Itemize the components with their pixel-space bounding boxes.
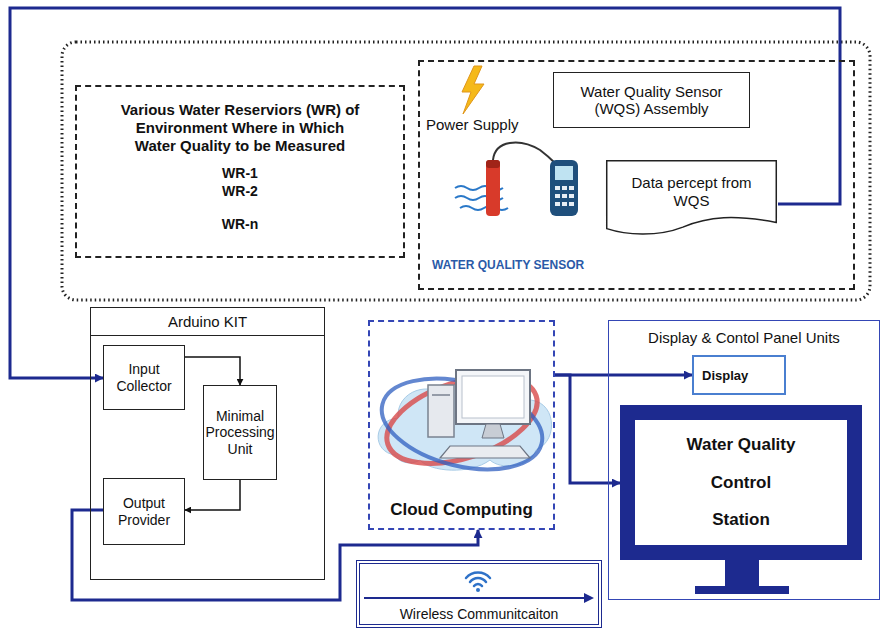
box-label: Water Quality Sensor (WQS) Assembly [557,83,746,118]
dotted-region [62,42,870,300]
water-waves [455,186,508,210]
box-label: Various Water Reserviors (WR) of Environ… [118,101,363,155]
monitor-screen: Water Quality Control Station [620,405,862,560]
monitor-base [695,586,789,594]
box-label: Input Collector [107,361,181,393]
process-box: Input Collector [103,345,185,410]
box-label: Data percept from WQS [613,174,770,210]
wireless-arrow [364,597,588,599]
box-sublabel: WATER QUALITY SENSOR [432,258,584,272]
wireless-box: Wireless Communitcaiton [356,560,602,628]
display-box: Display [692,355,786,395]
connector [185,480,240,510]
assembly-box: Water Quality Sensor (WQS) Assembly [553,72,750,128]
box-sublabel: WR-n [222,216,259,234]
box-label: Minimal Processing Unit [205,408,274,456]
sensor-region: Power SupplyWATER QUALITY SENSOR Water Qu… [418,60,855,290]
box-sublabel: WR-1 [222,165,258,183]
box-sublabel: WR-2 [222,183,258,201]
connector [185,357,240,385]
panel-box: Display & Contol Panel UnitsDisplayWater… [608,320,880,600]
sensor-probe-cap [486,160,500,168]
box-label: Cloud Computing [390,500,533,520]
box-label: Power Supply [426,116,519,133]
box-label: Output Provider [107,495,181,527]
kit-box: Arduino KIT Input CollectorMinimal Proces… [90,307,325,580]
box-label: Arduino KIT [168,313,247,330]
wifi-icon [466,573,490,586]
connector [555,374,692,377]
box-label: Display [702,368,748,383]
cloud-illustration [372,360,551,485]
wireless-arrowhead [584,593,594,603]
wifi-dot [476,588,480,592]
cloud-box: Cloud Computing [368,320,555,530]
box-label: Water Quality Control Station [682,426,800,538]
document-shape: Data percept from WQS [605,160,778,238]
kit-header: Arduino KIT [91,308,324,336]
sensor-probe [486,160,500,216]
meter-screen [555,166,573,180]
connector [10,8,840,378]
connector [555,375,620,483]
lightning-icon [462,66,484,114]
meter-buttons [555,186,574,206]
box-label: Wireless Communitcaiton [400,606,559,622]
reservoir-box: Various Water Reserviors (WR) of Environ… [75,85,405,258]
process-box: Minimal Processing Unit [203,385,277,480]
monitor-neck [725,558,759,588]
meter-body [550,160,578,216]
sensor-cable [493,143,556,164]
process-box: Output Provider [103,478,185,545]
